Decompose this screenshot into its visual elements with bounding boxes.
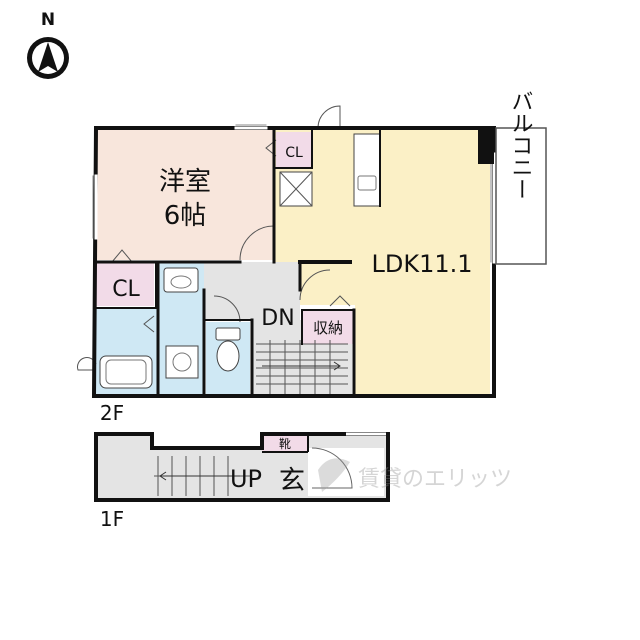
western-room-size: 6帖: [164, 201, 207, 231]
closet-lower: [96, 262, 154, 306]
stair-treads-2f: [256, 340, 348, 394]
kitchen-sink-icon: [357, 175, 377, 191]
washbasin-icon: [163, 267, 199, 293]
stairs-down-label: DN: [261, 306, 294, 331]
watermark-text: 賃貸のエリッツ: [358, 467, 512, 492]
closet-upper-label: CL: [285, 145, 303, 161]
ldk-label: LDK11.1: [371, 250, 472, 278]
door-swing-top: [317, 105, 341, 129]
washing-machine-drum: [172, 352, 192, 372]
north-arrow-icon: [38, 42, 58, 72]
western-room: [96, 130, 274, 260]
storage-label: 収納: [313, 319, 343, 337]
stairs-up-label: UP: [230, 465, 262, 493]
compass: N: [27, 10, 69, 79]
storage-door-mark: [329, 295, 351, 307]
closet-upper: [276, 132, 312, 168]
floor1-label: 1F: [100, 507, 124, 531]
door-swing-entrance: [311, 447, 353, 489]
bathtub-inner: [105, 359, 147, 385]
western-room-label: 洋室: [159, 167, 211, 197]
closet-lower-label: CL: [112, 277, 140, 302]
stair-arrow-1f: [159, 471, 240, 481]
kitchen-counter-icon: [353, 133, 381, 207]
watermark: 賃貸のエリッツ: [318, 458, 512, 492]
shoe-cabinet: [262, 434, 308, 452]
ldk-room: [274, 130, 490, 394]
bath-door-mark: [143, 315, 155, 333]
stair-arrow-2f: [262, 361, 341, 371]
door-swing-ldk: [299, 269, 331, 301]
floor2-label: 2F: [100, 401, 124, 425]
balcony-label: バルコニー: [508, 90, 533, 200]
shoe-cabinet-label: 靴: [279, 437, 291, 451]
balcony: [495, 127, 547, 265]
hall: [204, 262, 300, 320]
door-swing-toilet: [213, 295, 241, 323]
toilet-bowl-icon: [216, 340, 240, 372]
washbasin-bowl: [170, 275, 192, 289]
floor1: 靴 UP 玄 1F: [94, 432, 390, 531]
toilet-tank-icon: [215, 327, 241, 341]
watermark-logo-icon: [318, 458, 350, 492]
storage-room: [302, 310, 354, 344]
floor1-walls: [94, 432, 390, 502]
washing-machine-icon: [165, 345, 199, 379]
floor2-walls: [91, 124, 496, 398]
door-swing-western: [239, 225, 275, 261]
fridge-cross-b: [279, 171, 313, 207]
compass-north-label: N: [41, 10, 55, 30]
floor2-fixtures: [77, 105, 381, 394]
entrance-label: 玄: [279, 466, 305, 496]
closet-door-mark: [111, 249, 133, 263]
bathtub-icon: [99, 355, 153, 389]
